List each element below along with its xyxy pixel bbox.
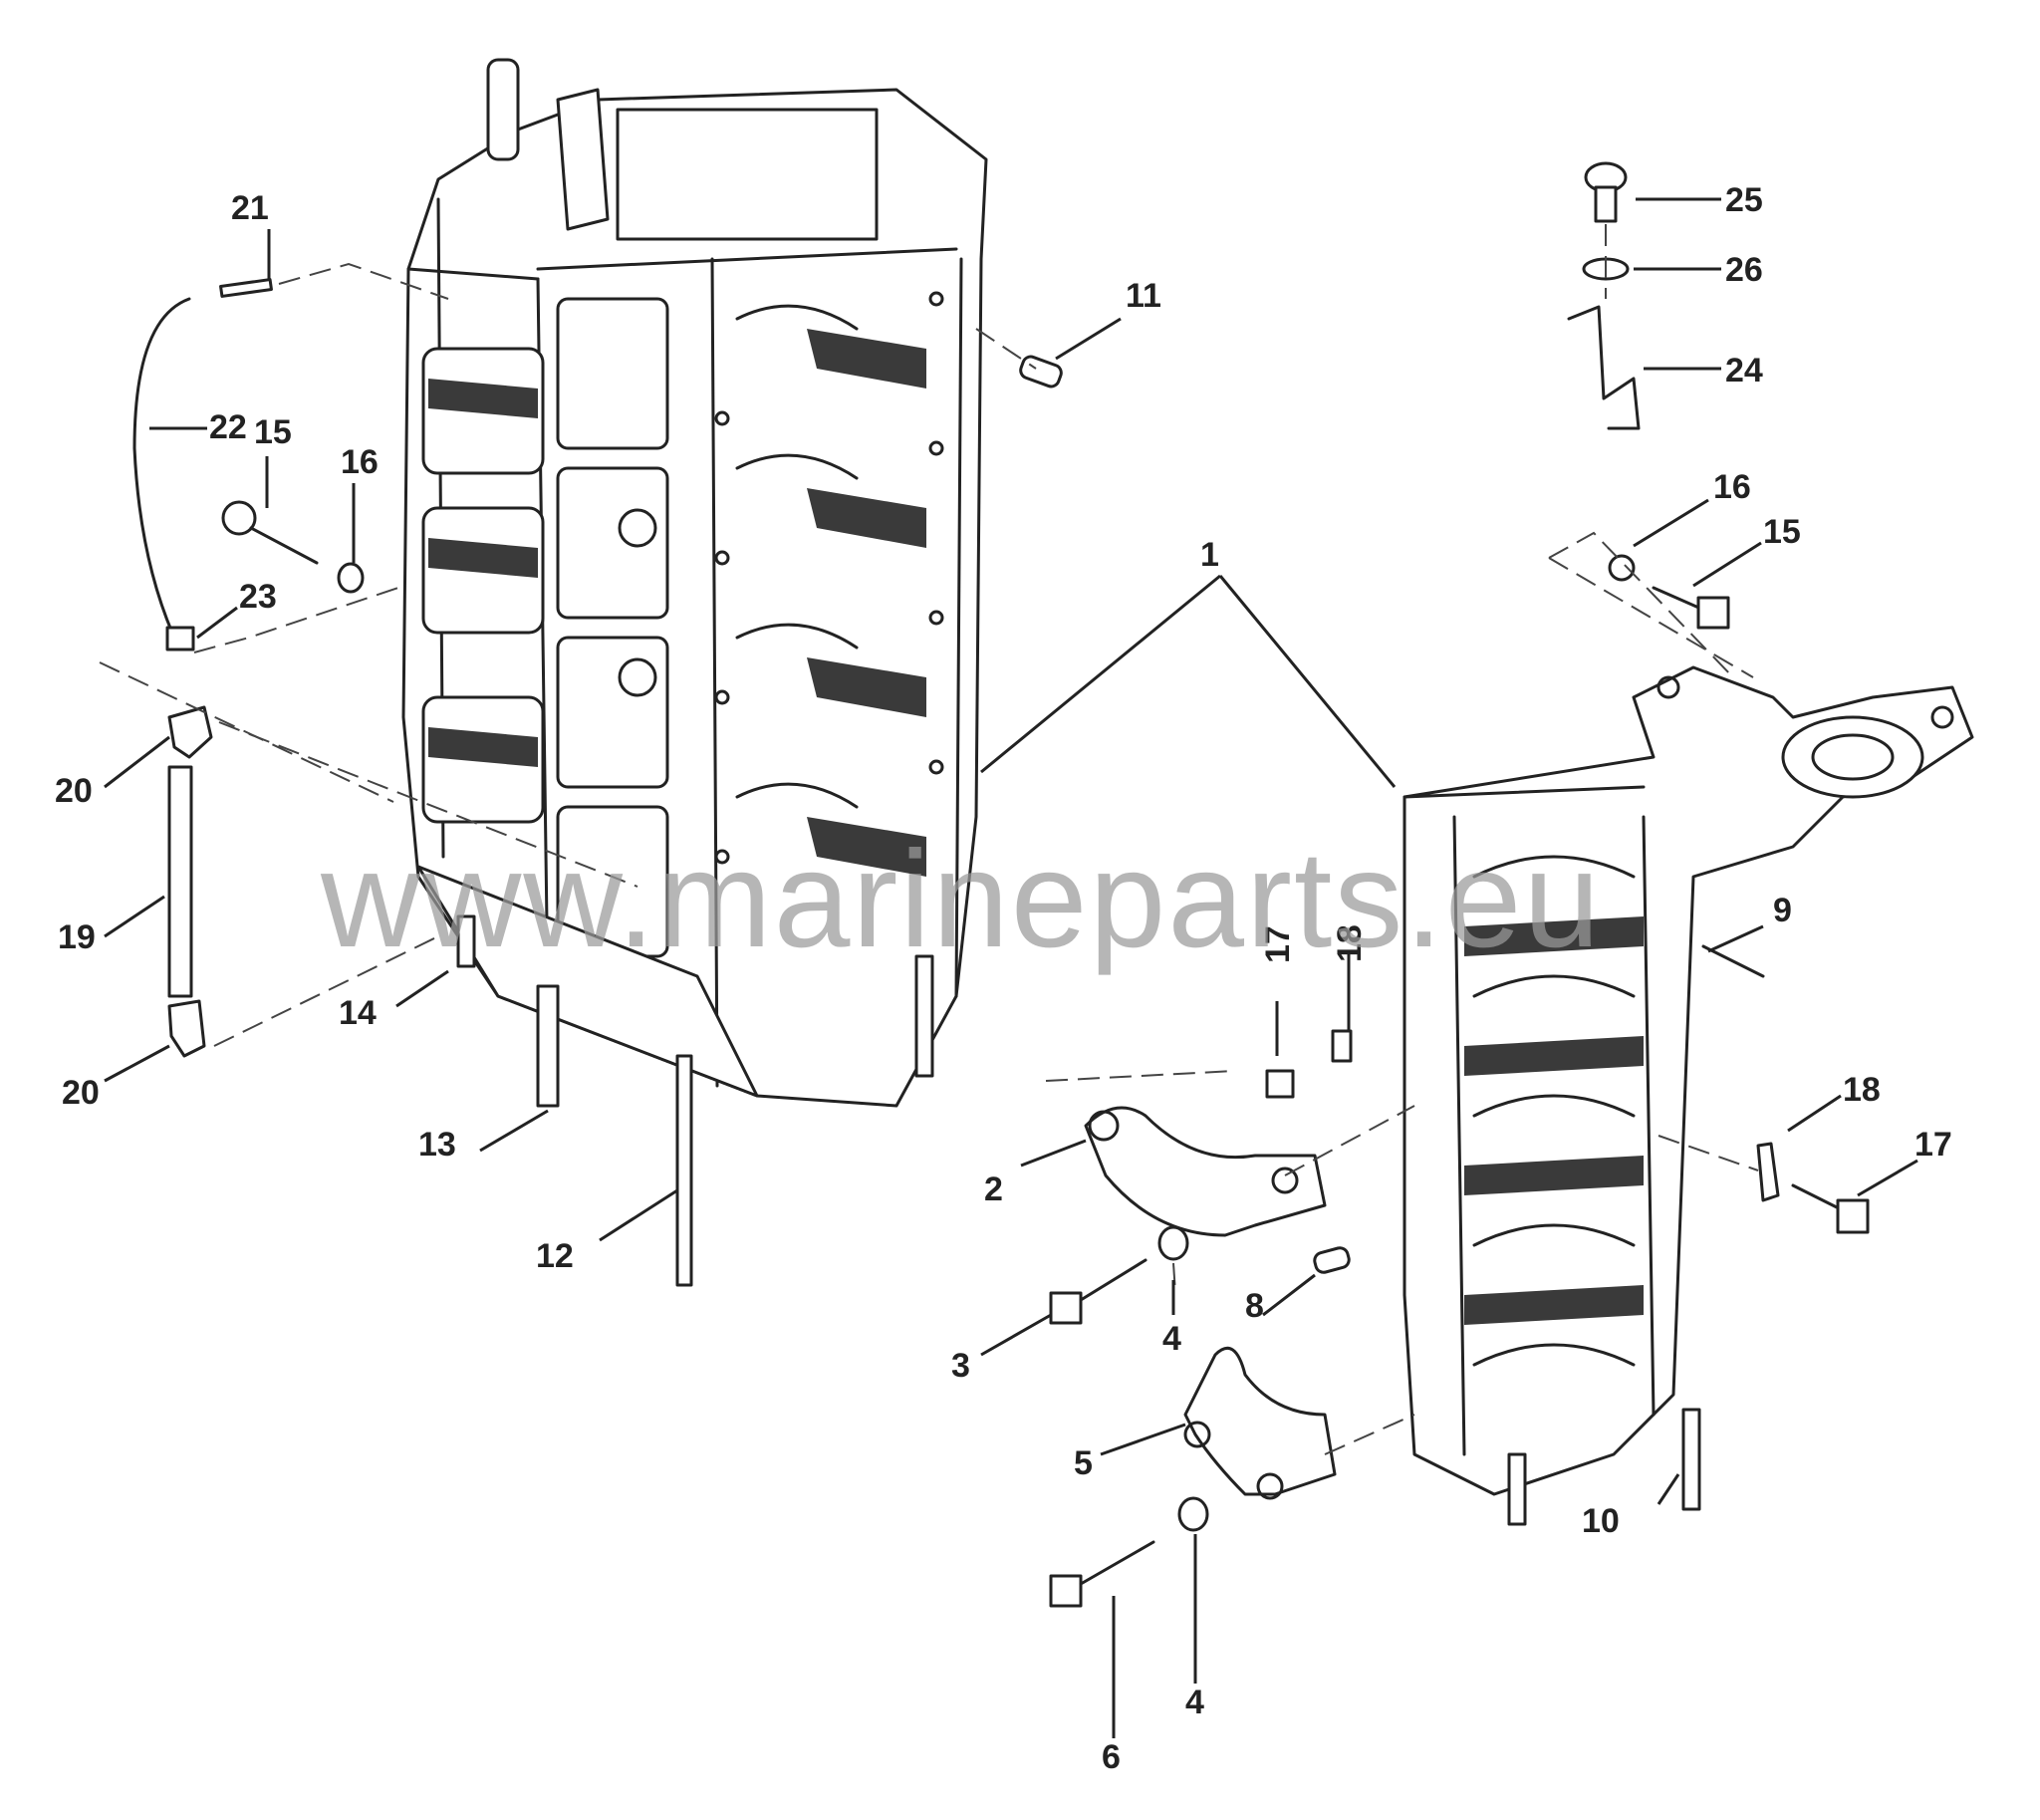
callout-17b: 17 <box>1914 1126 1952 1164</box>
callout-14: 14 <box>339 994 377 1032</box>
small-parts-right <box>1049 161 1870 1608</box>
callout-3: 3 <box>951 1347 970 1385</box>
callout-15a: 15 <box>254 413 292 451</box>
callout-22: 22 <box>209 408 247 446</box>
callout-17a: 17 <box>1259 925 1297 963</box>
callout-21: 21 <box>231 189 269 227</box>
callout-19: 19 <box>58 918 96 956</box>
callout-18b: 18 <box>1843 1071 1881 1109</box>
callout-26: 26 <box>1725 251 1763 289</box>
callout-9: 9 <box>1773 892 1792 929</box>
callout-23: 23 <box>239 578 277 616</box>
callout-18a: 18 <box>1331 924 1369 962</box>
callout-15b: 15 <box>1763 513 1801 551</box>
callout-1: 1 <box>1200 536 1219 574</box>
callout-2: 2 <box>984 1170 1003 1208</box>
callout-4a: 4 <box>1162 1320 1181 1358</box>
callout-labels: 1 2 3 4 4 5 6 8 9 10 11 12 13 14 15 15 1… <box>55 181 1952 1776</box>
callout-10: 10 <box>1582 1502 1620 1540</box>
watermark-text: www.marineparts.eu <box>320 823 1602 976</box>
callout-12: 12 <box>536 1237 574 1275</box>
callout-6: 6 <box>1102 1738 1121 1776</box>
callout-20b: 20 <box>62 1074 100 1112</box>
callout-8: 8 <box>1245 1287 1264 1325</box>
callout-25: 25 <box>1725 181 1763 219</box>
callout-13: 13 <box>418 1126 456 1164</box>
callout-16a: 16 <box>341 443 379 481</box>
crankcase-cover <box>1402 665 1974 1496</box>
callout-11: 11 <box>1126 277 1161 315</box>
small-parts-left <box>132 278 1063 1287</box>
callout-5: 5 <box>1074 1444 1093 1482</box>
callout-24: 24 <box>1725 352 1763 390</box>
callout-4b: 4 <box>1185 1684 1204 1721</box>
callout-20a: 20 <box>55 772 93 810</box>
callout-16b: 16 <box>1713 468 1751 506</box>
leader-lines <box>104 197 1918 1738</box>
assembly-lines <box>99 224 1759 1455</box>
